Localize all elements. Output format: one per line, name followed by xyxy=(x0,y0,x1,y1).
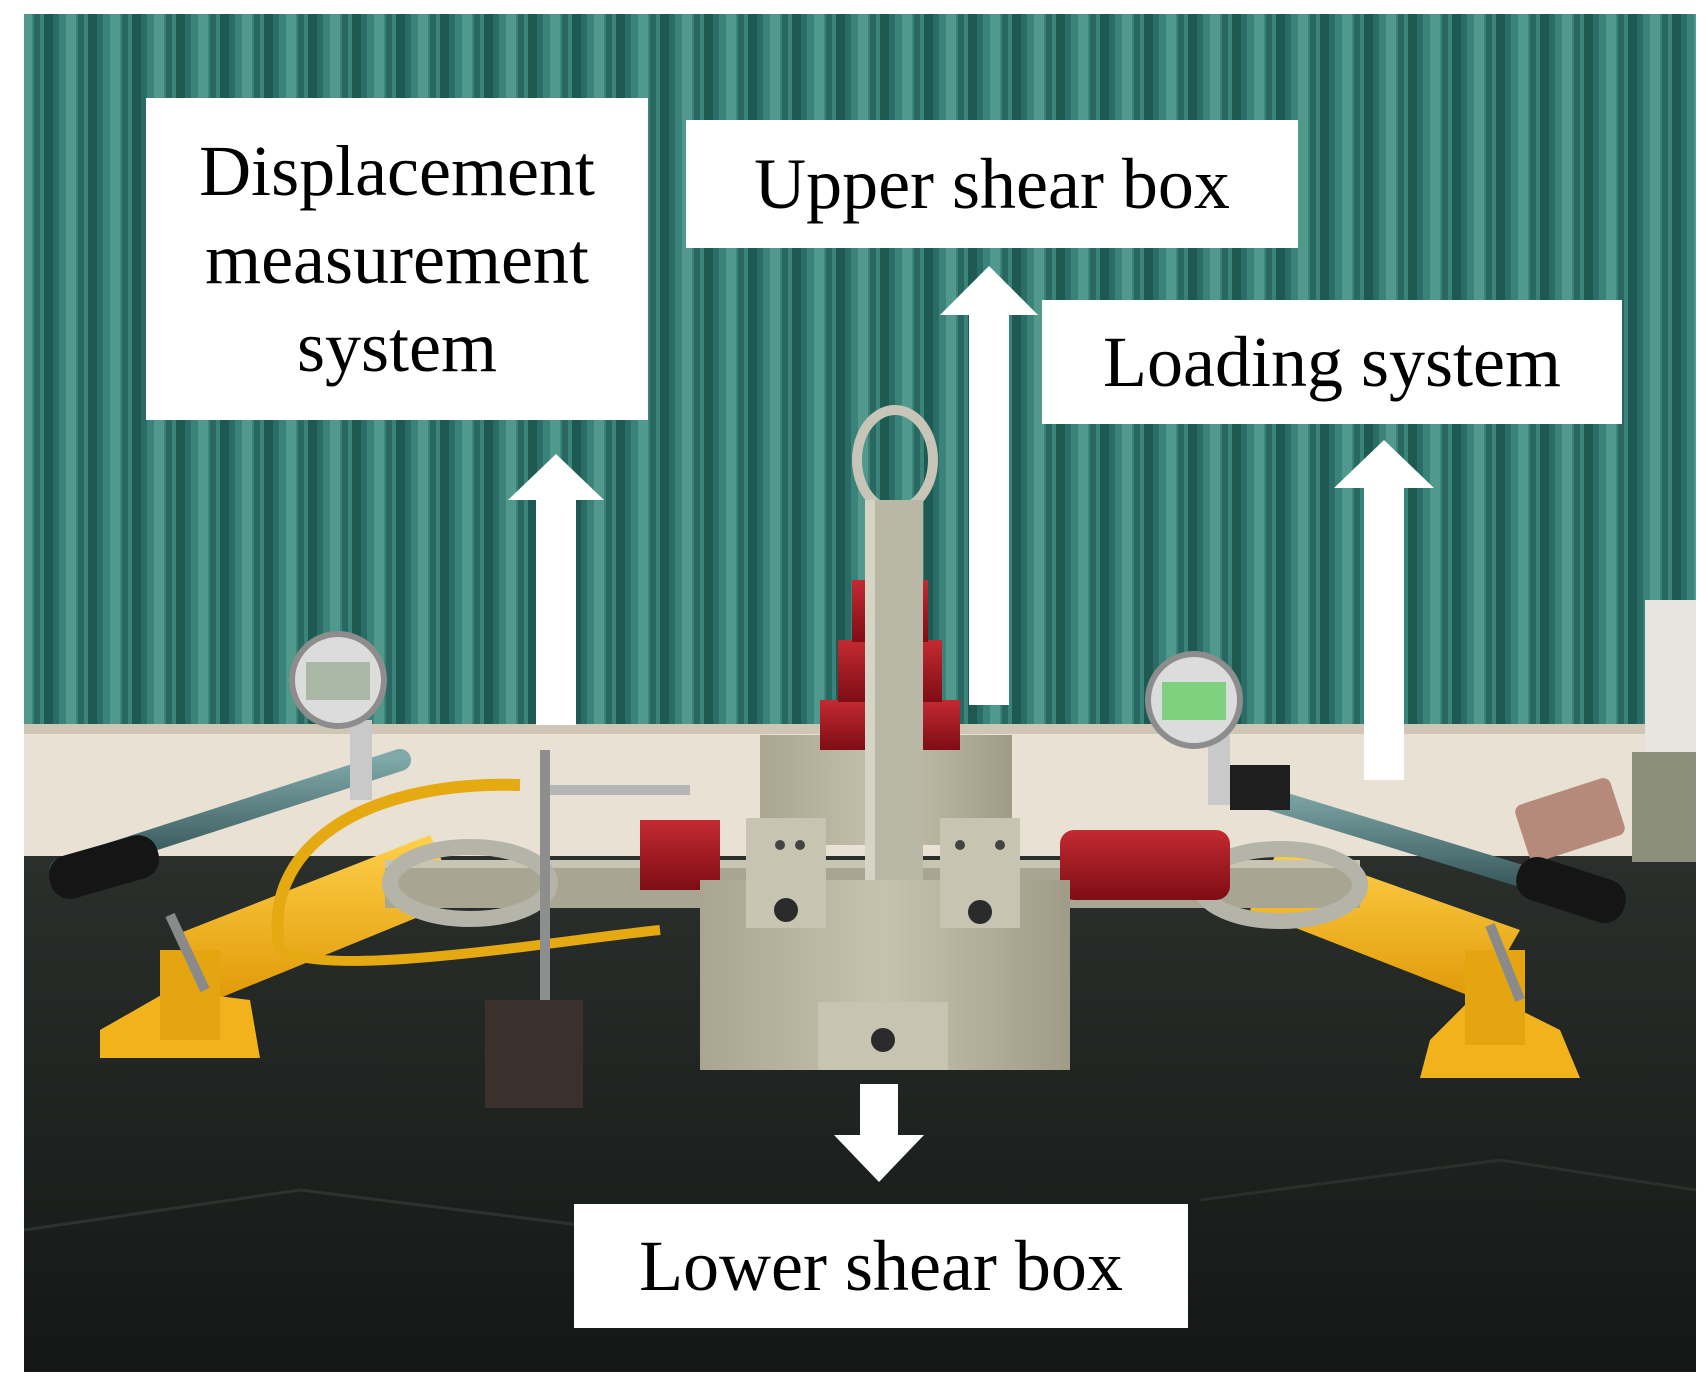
label-text: Lower shear box xyxy=(639,1225,1123,1306)
label-text: Loading system xyxy=(1103,321,1561,402)
paper-roll xyxy=(1645,600,1696,760)
annotation-arrows xyxy=(508,266,1434,1182)
arrow-up-icon xyxy=(508,454,604,725)
label-line: system xyxy=(296,307,497,387)
magnetic-base xyxy=(485,1000,583,1108)
label-text: Upper shear box xyxy=(754,143,1230,224)
shear-apparatus xyxy=(382,405,1368,1108)
label-loading-system: Loading system xyxy=(1042,300,1622,424)
label-lower-shear-box: Lower shear box xyxy=(574,1204,1188,1328)
arrow-up-icon xyxy=(940,266,1038,705)
label-line: Displacement xyxy=(199,131,595,211)
label-upper-shear-box: Upper shear box xyxy=(686,120,1298,248)
arrow-down-icon xyxy=(834,1084,924,1182)
label-line: measurement xyxy=(205,219,589,299)
arrow-up-icon xyxy=(1334,440,1434,780)
label-displacement-measurement-system: Displacement measurement system xyxy=(146,98,648,420)
